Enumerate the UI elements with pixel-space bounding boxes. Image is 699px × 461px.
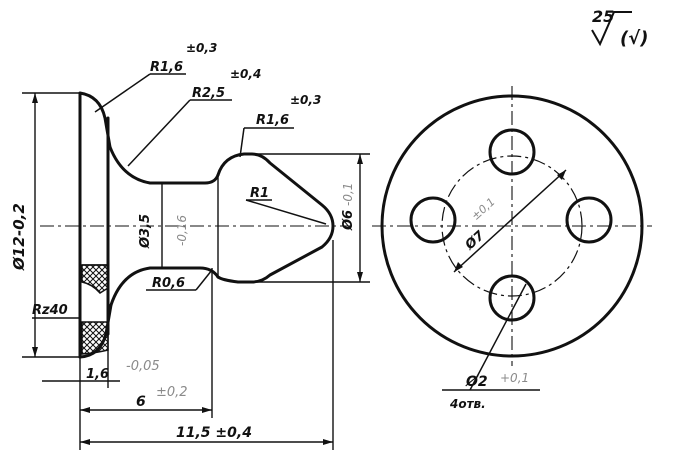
r16-right-label: R1,6 <box>256 113 289 128</box>
neck-bottom-outline <box>109 266 220 307</box>
len16-tolerance: -0,05 <box>126 359 160 374</box>
dia35-label-group: Ø3,5 <box>138 214 153 249</box>
roughness-check-mark <box>591 11 632 47</box>
len16-label: 1,6 <box>86 367 109 382</box>
r25-leader <box>127 99 191 167</box>
hole-right <box>565 196 613 244</box>
dia7-dim-line <box>453 169 567 273</box>
r25-tolerance: ±0,4 <box>230 67 261 81</box>
len115-label: 11,5 ±0,4 <box>176 425 252 441</box>
r1-label: R1 <box>250 186 269 201</box>
dia35-label: Ø3,5 <box>138 214 153 249</box>
r16-top-tolerance: ±0,3 <box>186 41 217 55</box>
r06-leader <box>195 269 213 291</box>
len6-label: 6 <box>136 394 146 410</box>
hole-top <box>488 128 536 176</box>
dia2-label: Ø2 <box>465 374 488 390</box>
dia12-label: Ø12 <box>10 236 28 271</box>
roughness-symbol: 25 (√) <box>591 7 648 49</box>
dia7-label-group: Ø7 ±0,1 <box>462 195 498 254</box>
dia35-tolerance-group: -0,16 <box>175 215 189 246</box>
roughness-value: 25 <box>592 7 614 26</box>
hatched-section-upper <box>81 264 109 294</box>
neck-top-outline <box>108 145 220 185</box>
hole-bottom <box>488 274 536 322</box>
profile-view: Ø12 -0,2 R1,6 ±0,3 R2,5 ±0,4 R1,6 ±0,3 R… <box>10 41 370 450</box>
r1-leader <box>245 199 327 225</box>
dia2-leader <box>469 283 527 391</box>
hatched-section-lower <box>81 321 109 355</box>
hole-left <box>409 196 457 244</box>
dia6-label: Ø6 <box>341 210 356 231</box>
dia35-tolerance: -0,16 <box>175 215 189 246</box>
r16-top-label: R1,6 <box>150 60 183 75</box>
dia6-label-group: Ø6 -0,1 <box>341 183 356 231</box>
len6-tolerance: ±0,2 <box>156 385 188 400</box>
flange-top-outline <box>78 91 112 359</box>
end-view: Ø7 ±0,1 Ø2 +0,1 4отв. <box>372 86 652 411</box>
r25-label: R2,5 <box>192 86 225 101</box>
dia7-label: Ø7 <box>462 228 488 254</box>
dia12-tolerance: -0,2 <box>10 203 28 236</box>
dia6-tolerance: -0,1 <box>341 183 355 206</box>
cone-head-outline <box>216 152 335 284</box>
holes-note: 4отв. <box>449 397 486 411</box>
r16-right-tolerance: ±0,3 <box>290 93 321 107</box>
dia12-label-group: Ø12 -0,2 <box>10 203 28 271</box>
dia2-tolerance: +0,1 <box>500 371 529 385</box>
r16-right-leader <box>239 127 245 158</box>
rz40-label: Rz40 <box>32 303 68 318</box>
r06-label: R0,6 <box>152 276 185 291</box>
r16-top-leader <box>94 73 151 113</box>
roughness-general: (√) <box>620 28 648 49</box>
dia7-tolerance: ±0,1 <box>469 195 498 223</box>
